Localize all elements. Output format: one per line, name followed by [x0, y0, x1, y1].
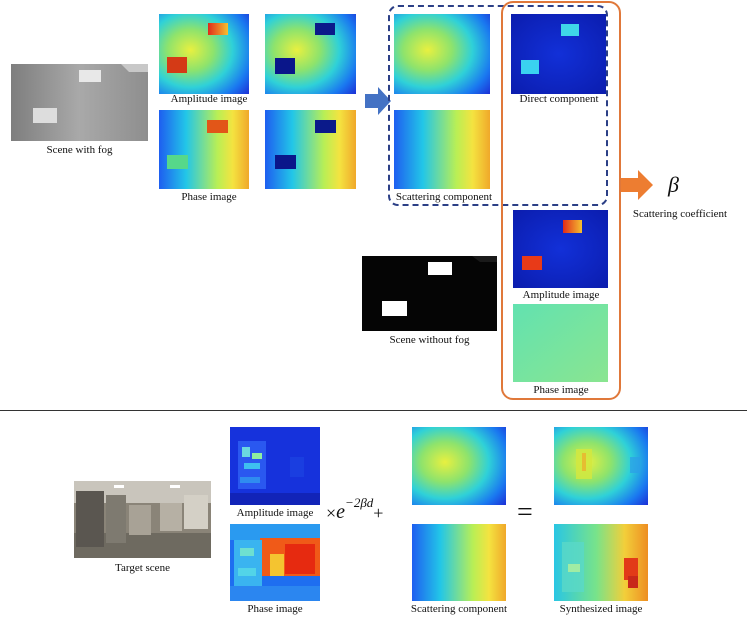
target-scene-label: Target scene	[115, 562, 170, 574]
target-phase-label: Phase image	[247, 603, 303, 615]
synthesized-phase	[554, 524, 648, 601]
orange-reference-box	[501, 1, 621, 400]
phase-image-label: Phase image	[181, 191, 237, 203]
amplitude-image-fog-2	[265, 14, 356, 94]
blue-arrow	[365, 87, 391, 115]
plus-sign: +	[373, 503, 384, 523]
scene-without-fog-label: Scene without fog	[389, 334, 470, 346]
dashed-decomposition-box	[388, 5, 608, 206]
target-scene-photo	[74, 481, 211, 558]
scene-with-fog-label: Scene with fog	[46, 144, 113, 156]
scattering-component-amplitude	[394, 14, 490, 94]
phase-image-fog-1	[159, 110, 249, 189]
amplitude-image-label: Amplitude image	[170, 93, 248, 105]
direct-component-label: Direct component	[519, 93, 599, 105]
amplitude-image-no-fog-label: Amplitude image	[522, 289, 600, 301]
scattering-coefficient-label: Scattering coefficient	[632, 208, 728, 220]
scattering-component-phase	[394, 110, 490, 189]
phase-image-no-fog	[513, 304, 608, 382]
target-phase-image	[230, 524, 320, 601]
target-amplitude-label: Amplitude image	[236, 507, 314, 519]
scene-without-fog-photo	[362, 256, 497, 331]
synthesized-image-label: Synthesized image	[559, 603, 643, 615]
amplitude-image-no-fog	[513, 210, 608, 288]
beta-symbol: β	[668, 172, 679, 197]
orange-arrow	[621, 170, 653, 200]
times-sign: ×	[326, 503, 337, 523]
bottom-scattering-phase	[412, 524, 506, 601]
bottom-scattering-amplitude	[412, 427, 506, 505]
exp-base: e	[336, 501, 346, 523]
phase-image-fog-2	[265, 110, 356, 189]
bottom-scattering-label: Scattering component	[410, 603, 508, 615]
target-amplitude-image	[230, 427, 320, 505]
amplitude-image-fog-1	[159, 14, 249, 94]
direct-component-image	[511, 14, 606, 94]
phase-image-no-fog-label: Phase image	[533, 384, 589, 396]
synthesized-amplitude	[554, 427, 648, 505]
equals-sign: =	[517, 497, 533, 528]
formula-expression: ×e−2βd+	[326, 495, 384, 531]
section-divider	[0, 410, 747, 411]
scattering-component-label: Scattering component	[395, 191, 493, 203]
scene-with-fog-photo	[11, 64, 148, 141]
exp-power: −2βd	[345, 495, 374, 510]
